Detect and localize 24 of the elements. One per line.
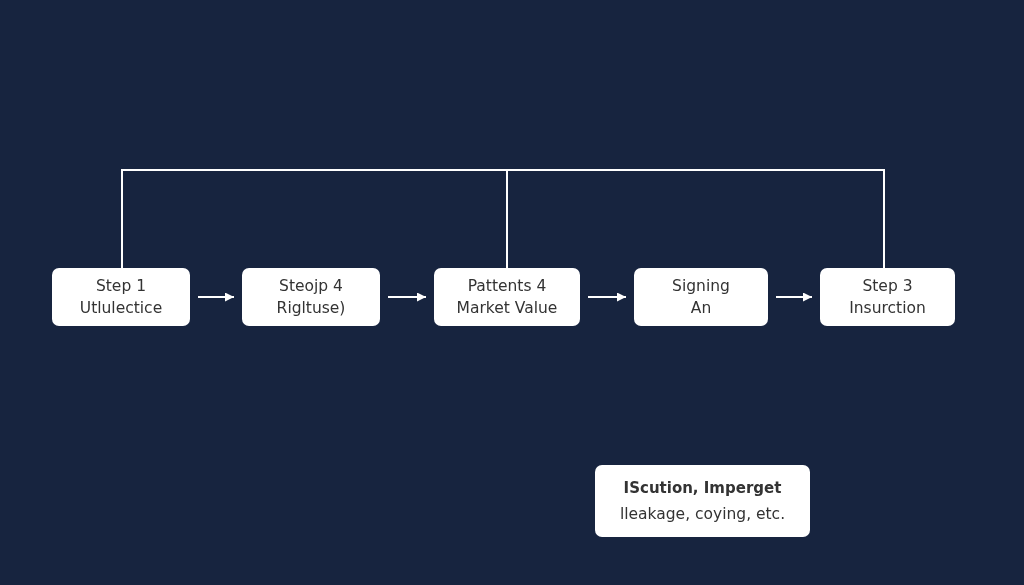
arrow — [587, 292, 627, 302]
node-text: lleakage, coying, etc. — [619, 504, 786, 525]
process-box — [242, 268, 380, 326]
node-title: Steojp 4 — [279, 276, 343, 297]
node-title: IScution, Imperget — [623, 478, 782, 499]
node-text: Market Value — [456, 298, 558, 319]
node-text: Insurction — [849, 298, 926, 319]
node-text: Utlulectice — [79, 298, 163, 319]
node-title: Pattents 4 — [467, 276, 547, 297]
process-box — [434, 268, 580, 326]
node-text: An — [690, 298, 712, 319]
node-text: Rigltuse) — [276, 298, 346, 319]
process-box — [820, 268, 955, 326]
node-title: Signing — [672, 276, 730, 297]
process-box — [634, 268, 768, 326]
connector-line — [121, 169, 508, 269]
node-title: Step 3 — [862, 276, 913, 297]
process-box — [595, 465, 810, 537]
node-title: Step 1 — [95, 276, 147, 297]
arrow — [197, 292, 235, 302]
arrow — [775, 292, 813, 302]
connector-line — [506, 169, 885, 269]
arrow — [387, 292, 427, 302]
process-box — [52, 268, 190, 326]
